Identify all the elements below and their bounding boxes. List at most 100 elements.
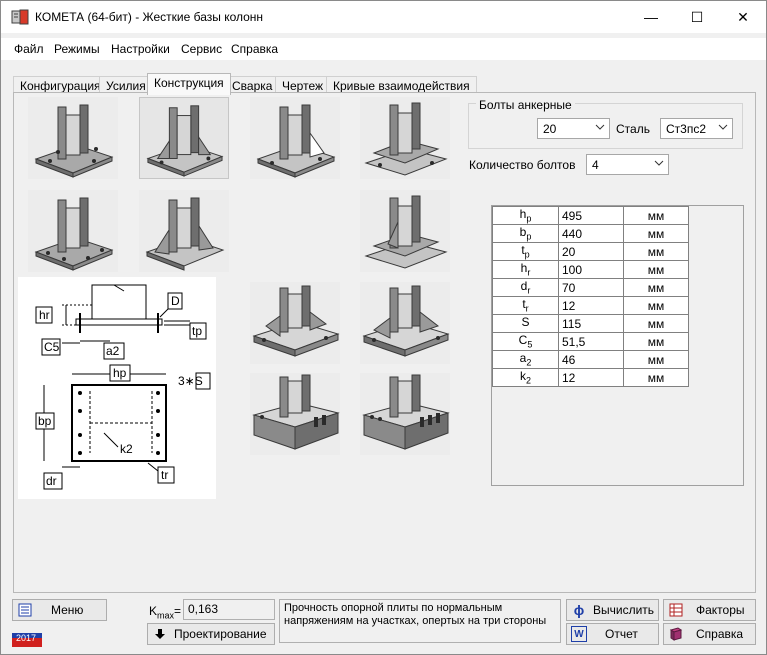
column-base-block-icon [252,285,340,357]
bolt-diameter-select[interactable]: 20 [537,118,610,139]
arrow-down-icon [152,626,168,642]
chevron-down-icon [718,124,728,130]
param-value-cell[interactable]: 46 [558,350,624,369]
base-variant-7[interactable] [360,190,450,272]
menu-list-icon [17,602,33,618]
label-dr: dr [46,474,57,488]
base-variant-3[interactable] [250,97,340,179]
year-badge: 2017 [16,633,37,643]
tab-drawing[interactable]: Чертеж [275,76,331,94]
base-variant-5[interactable] [28,190,118,272]
close-button[interactable]: ✕ [720,1,766,33]
param-value-cell[interactable]: 495 [558,206,624,225]
label-k2: k2 [120,442,133,456]
bolt-count-value: 4 [592,158,599,172]
menu-button[interactable]: Меню [12,599,107,621]
base-variant-10[interactable] [250,373,340,455]
chevron-down-icon [654,160,664,166]
label-hr: hr [39,308,50,322]
base-variant-8[interactable] [250,282,340,364]
label-weld-count: 3∗S [178,374,203,388]
param-unit: мм [623,314,689,333]
column-base-ribbed-icon [145,197,225,271]
menu-modes[interactable]: Режимы [54,42,100,56]
kmax-label: Kmax= [149,604,182,621]
base-variant-11[interactable] [360,373,450,455]
param-value-cell[interactable]: 100 [558,260,624,279]
menu-bar: Файл Режимы Настройки Сервис Справка [1,38,766,60]
param-name: k2 [492,368,559,387]
base-variant-1[interactable] [28,97,118,179]
report-button-label: Отчет [605,627,638,641]
label-a2: a2 [106,344,120,358]
param-unit: мм [623,368,689,387]
factors-button-label: Факторы [696,603,745,617]
calculate-button-label: Вычислить [593,603,655,617]
menu-help[interactable]: Справка [231,42,279,56]
param-unit: мм [623,296,689,315]
column-base-ribbed-icon [146,105,224,177]
help-button[interactable]: Справка [663,623,756,645]
word-doc-icon: W [571,626,587,642]
base-variant-9[interactable] [360,282,450,364]
design-button-label: Проектирование [174,627,267,641]
close-icon: ✕ [737,8,749,25]
window-title: КОМЕТА (64-бит) - Жесткие базы колонн [35,10,264,24]
tab-welding[interactable]: Сварка [225,76,280,94]
chevron-down-icon [595,124,605,130]
steel-label: Сталь [616,122,650,136]
label-D: D [171,294,180,308]
label-C5: C5 [44,340,60,354]
steel-grade-select[interactable]: Ст3пс2 [660,118,733,139]
param-unit: мм [623,260,689,279]
column-base-icon [34,197,114,271]
tab-interaction-curves[interactable]: Кривые взаимодействия [326,76,477,94]
maximize-button[interactable]: ☐ [674,1,720,33]
tab-configuration[interactable]: Конфигурация [13,76,108,94]
steel-grade-value: Ст3пс2 [666,122,707,136]
menu-settings[interactable]: Настройки [111,42,170,56]
param-value-cell[interactable]: 70 [558,278,624,297]
bolt-count-select[interactable]: 4 [586,154,669,175]
param-unit: мм [623,332,689,351]
minimize-button[interactable]: — [628,1,674,33]
param-name: hr [492,260,559,279]
status-message: Прочность опорной плиты по нормальным на… [279,599,561,643]
base-variant-4[interactable] [360,97,450,179]
column-base-traverse-icon [364,102,448,176]
phi-icon: ϕ [573,602,585,618]
bolt-count-label: Количество болтов [469,158,576,172]
design-button[interactable]: Проектирование [147,623,275,645]
param-value-cell[interactable]: 12 [558,368,624,387]
param-name: dr [492,278,559,297]
menu-file[interactable]: Файл [14,42,44,56]
base-plate-schematic: hr D tp C5 a2 hp [35,284,211,490]
anchor-bolts-legend: Болты анкерные [476,98,575,112]
minimize-icon: — [644,9,658,25]
tab-construction[interactable]: Конструкция [147,73,231,95]
anchor-bolts-group [468,103,743,149]
year-flag-icon [12,633,42,647]
maximize-icon: ☐ [690,8,704,25]
param-value-cell[interactable]: 51,5 [558,332,624,351]
factors-button[interactable]: Факторы [663,599,756,621]
menu-service[interactable]: Сервис [181,42,223,56]
report-button[interactable]: W Отчет [566,623,659,645]
base-variant-6[interactable] [139,190,229,272]
label-tr: tr [161,468,168,482]
menu-button-label: Меню [51,603,84,617]
param-value-cell[interactable]: 20 [558,242,624,261]
param-unit: мм [623,278,689,297]
base-variant-2[interactable] [139,97,229,179]
calculate-button[interactable]: ϕ Вычислить [566,599,659,621]
param-value-cell[interactable]: 440 [558,224,624,243]
app-logo-icon [11,9,29,25]
param-value-cell[interactable]: 115 [558,314,624,333]
label-bp: bp [38,414,52,428]
column-base-gusset-icon [256,104,336,178]
param-value-cell[interactable]: 12 [558,296,624,315]
